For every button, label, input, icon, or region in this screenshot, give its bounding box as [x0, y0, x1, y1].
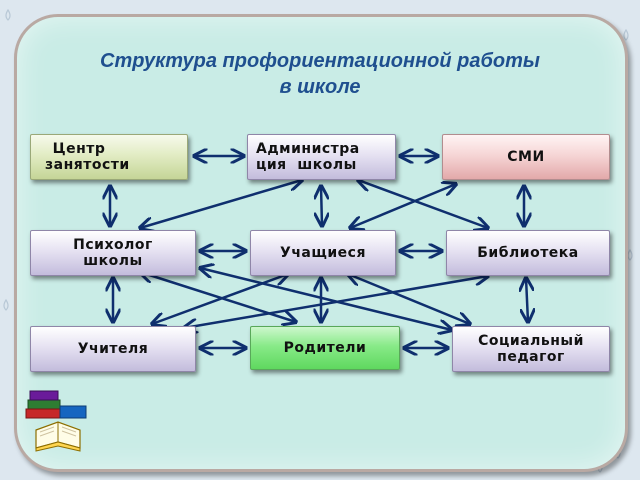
node-biblioteka-label: Библиотека: [477, 245, 579, 261]
node-tsentr-line2: занятости: [45, 157, 130, 173]
node-uchitelya-label: Учителя: [77, 341, 149, 357]
node-psiholog: Психолог школы: [30, 230, 196, 276]
node-psiholog-line1: Психолог: [73, 237, 153, 253]
title-line-1: Структура профориентационной работы: [100, 50, 540, 72]
node-tsentr-line1: Центр: [52, 141, 106, 157]
books-icon: [25, 390, 87, 452]
node-socped-line1: Социальный: [478, 333, 584, 349]
node-smi: СМИ: [442, 134, 610, 180]
node-uchashchiesya-label: Учащиеся: [280, 245, 366, 261]
arrow-admin-uchashchiesya: [321, 186, 322, 226]
node-biblioteka: Библиотека: [446, 230, 610, 276]
node-socped-line2: педагог: [497, 349, 565, 365]
arrow-admin-psiholog: [140, 180, 302, 228]
node-roditeli: Родители: [250, 326, 400, 370]
node-tsentr-zanyatosti: Центр занятости: [30, 134, 188, 180]
node-smi-label: СМИ: [507, 149, 545, 165]
node-uchitelya: Учителя: [30, 326, 196, 372]
node-roditeli-label: Родители: [283, 340, 367, 356]
diagram-title: Структура профориентационной работы в шк…: [40, 48, 600, 100]
arrow-biblioteka-uchitelya: [184, 276, 488, 328]
node-uchashchiesya: Учащиеся: [250, 230, 396, 276]
node-psiholog-line2: школы: [83, 253, 143, 269]
node-admin-line2: ция школы: [256, 157, 357, 173]
node-administratsiya: Администра ция школы: [247, 134, 396, 180]
arrow-smi-uchashchiesya: [350, 184, 456, 228]
node-socped: Социальный педагог: [452, 326, 610, 372]
node-admin-line1: Администра: [256, 141, 360, 157]
title-line-2: в школе: [279, 76, 361, 98]
arrow-biblioteka-socped: [526, 278, 528, 322]
arrow-psiholog-socped: [200, 268, 452, 330]
arrow-admin-biblioteka: [358, 180, 488, 228]
